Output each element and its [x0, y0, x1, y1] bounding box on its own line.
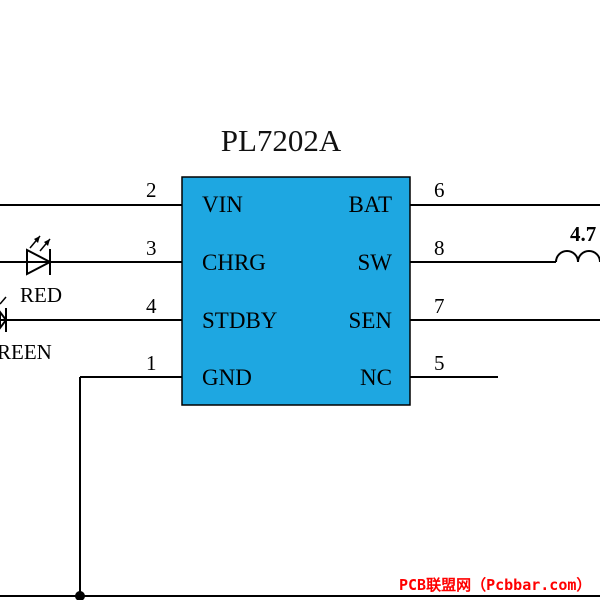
pin-number: 3 [146, 236, 157, 260]
watermark: PCB联盟网（Pcbbar.com） [399, 576, 591, 594]
pin-number: 1 [146, 351, 157, 375]
pin-number: 4 [146, 294, 157, 318]
pin-number: 2 [146, 178, 157, 202]
pin-label: GND [202, 365, 252, 390]
pin-label: BAT [349, 192, 392, 217]
chip-body [181, 176, 411, 406]
pin-label: NC [360, 365, 392, 390]
pin-label: CHRG [202, 250, 266, 275]
pin-number: 8 [434, 236, 445, 260]
pin-label: SEN [349, 308, 393, 333]
pin-label: SW [358, 250, 393, 275]
pin-label: VIN [202, 192, 243, 217]
green-led-label: REEN [0, 340, 52, 364]
red-led-label: RED [20, 283, 62, 307]
inductor-icon [555, 250, 600, 263]
pin-number: 5 [434, 351, 445, 375]
inductor-value: 4.7 [570, 222, 596, 246]
pin-number: 7 [434, 294, 445, 318]
green-led-icon [0, 296, 8, 332]
pin-number: 6 [434, 178, 445, 202]
pin-label: STDBY [202, 308, 278, 333]
chip-title: PL7202A [221, 123, 342, 158]
red-led-icon [26, 235, 53, 276]
gnd-junction-dot [75, 591, 85, 600]
